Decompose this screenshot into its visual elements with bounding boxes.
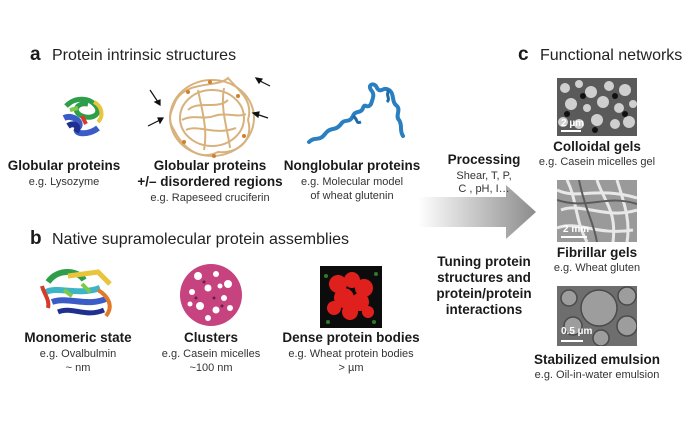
- processing-params-line1: Shear, T, P,: [456, 170, 512, 182]
- dense-protein-bodies-title: Dense protein bodies: [282, 330, 420, 345]
- lysozyme-structure-image: [62, 96, 104, 137]
- disordered-proteins-subtitle: e.g. Rapeseed cruciferin: [150, 192, 270, 204]
- nonglobular-proteins-subtitle-line1: e.g. Molecular model: [300, 176, 404, 188]
- processing-params-line2: C , pH, I…: [458, 183, 510, 195]
- colloidal-gel-scale-bar-label: 2 µm: [561, 118, 584, 129]
- fibrillar-gels-subtitle: e.g. Wheat gluten: [553, 262, 641, 274]
- fibrillar-gel-micrograph: 2 mm: [557, 180, 637, 242]
- monomeric-state-scale: ~ nm: [65, 362, 91, 374]
- tuning-text-line1: Tuning protein: [437, 254, 531, 269]
- panel-a-letter: a: [30, 44, 41, 65]
- disordered-region-arrows: [147, 77, 271, 127]
- stabilized-emulsion-subtitle: e.g. Oil-in-water emulsion: [534, 369, 660, 381]
- colloidal-gels-title: Colloidal gels: [553, 139, 641, 154]
- emulsion-micrograph: 0.5 µm: [557, 286, 637, 346]
- colloidal-gel-micrograph: 2 µm: [557, 78, 637, 136]
- panel-a-title: Protein intrinsic structures: [52, 47, 237, 64]
- fibrillar-gels-title: Fibrillar gels: [556, 245, 638, 260]
- panel-b-title: Native supramolecular protein assemblies: [52, 231, 350, 248]
- fibrillar-gel-scale-bar-label: 2 mm: [563, 224, 590, 235]
- colloidal-gels-subtitle: e.g. Casein micelles gel: [538, 156, 656, 168]
- monomeric-state-subtitle: e.g. Ovalbulmin: [39, 348, 117, 360]
- tuning-text-line3: protein/protein: [436, 286, 532, 301]
- clusters-title: Clusters: [183, 330, 239, 345]
- panel-b-letter: b: [30, 228, 42, 249]
- ovalbumin-structure-image: [40, 269, 112, 318]
- globular-proteins-title: Globular proteins: [7, 158, 121, 173]
- monomeric-state-title: Monomeric state: [24, 330, 132, 345]
- clusters-scale: ~100 nm: [189, 362, 233, 374]
- tuning-text-line2: structures and: [437, 270, 531, 285]
- stabilized-emulsion-title: Stabilized emulsion: [533, 352, 661, 367]
- disordered-proteins-title-line1: Globular proteins: [153, 158, 267, 173]
- clusters-subtitle: e.g. Casein micelles: [161, 348, 261, 360]
- disordered-proteins-title-line2: +/– disordered regions: [137, 174, 283, 189]
- nonglobular-proteins-title: Nonglobular proteins: [283, 158, 421, 173]
- casein-micelle-image: [180, 264, 242, 326]
- processing-arrow: [418, 185, 536, 239]
- dense-protein-bodies-subtitle: e.g. Wheat protein bodies: [288, 348, 414, 360]
- tuning-text-line4: interactions: [445, 302, 523, 317]
- dense-protein-bodies-scale: > µm: [338, 362, 364, 374]
- wheat-protein-bodies-image: [320, 266, 382, 328]
- panel-c-title: Functional networks: [540, 47, 683, 64]
- globular-proteins-subtitle: e.g. Lysozyme: [28, 176, 100, 188]
- glutenin-model-image: [307, 82, 405, 144]
- panel-c-letter: c: [518, 44, 529, 65]
- nonglobular-proteins-subtitle-line2: of wheat glutenin: [310, 190, 394, 202]
- cruciferin-structure-image: [169, 76, 255, 158]
- emulsion-scale-bar-label: 0.5 µm: [561, 326, 593, 337]
- processing-title: Processing: [447, 152, 521, 167]
